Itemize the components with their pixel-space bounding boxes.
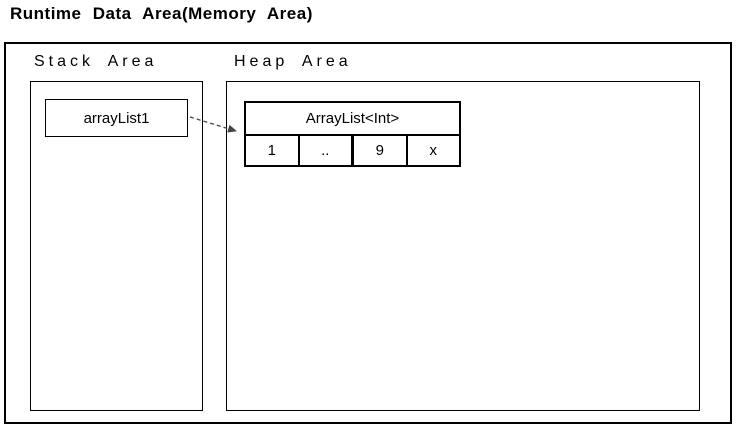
heap-object-cells-row: 1 .. 9 x: [244, 136, 461, 167]
heap-cell: x: [429, 142, 438, 159]
heap-cell: 1: [246, 136, 300, 165]
heap-area-label: Heap Area: [234, 53, 352, 70]
heap-cell: 9: [354, 136, 408, 165]
heap-object-arraylist: ArrayList<Int> 1 .. 9 x: [244, 101, 461, 167]
diagram-title: Runtime Data Area(Memory Area): [10, 4, 313, 23]
stack-variable-arraylist1: arrayList1: [45, 99, 188, 137]
heap-object-header: ArrayList<Int>: [244, 101, 461, 136]
heap-cell: ..: [300, 136, 354, 165]
stack-area-label: Stack Area: [34, 53, 158, 70]
